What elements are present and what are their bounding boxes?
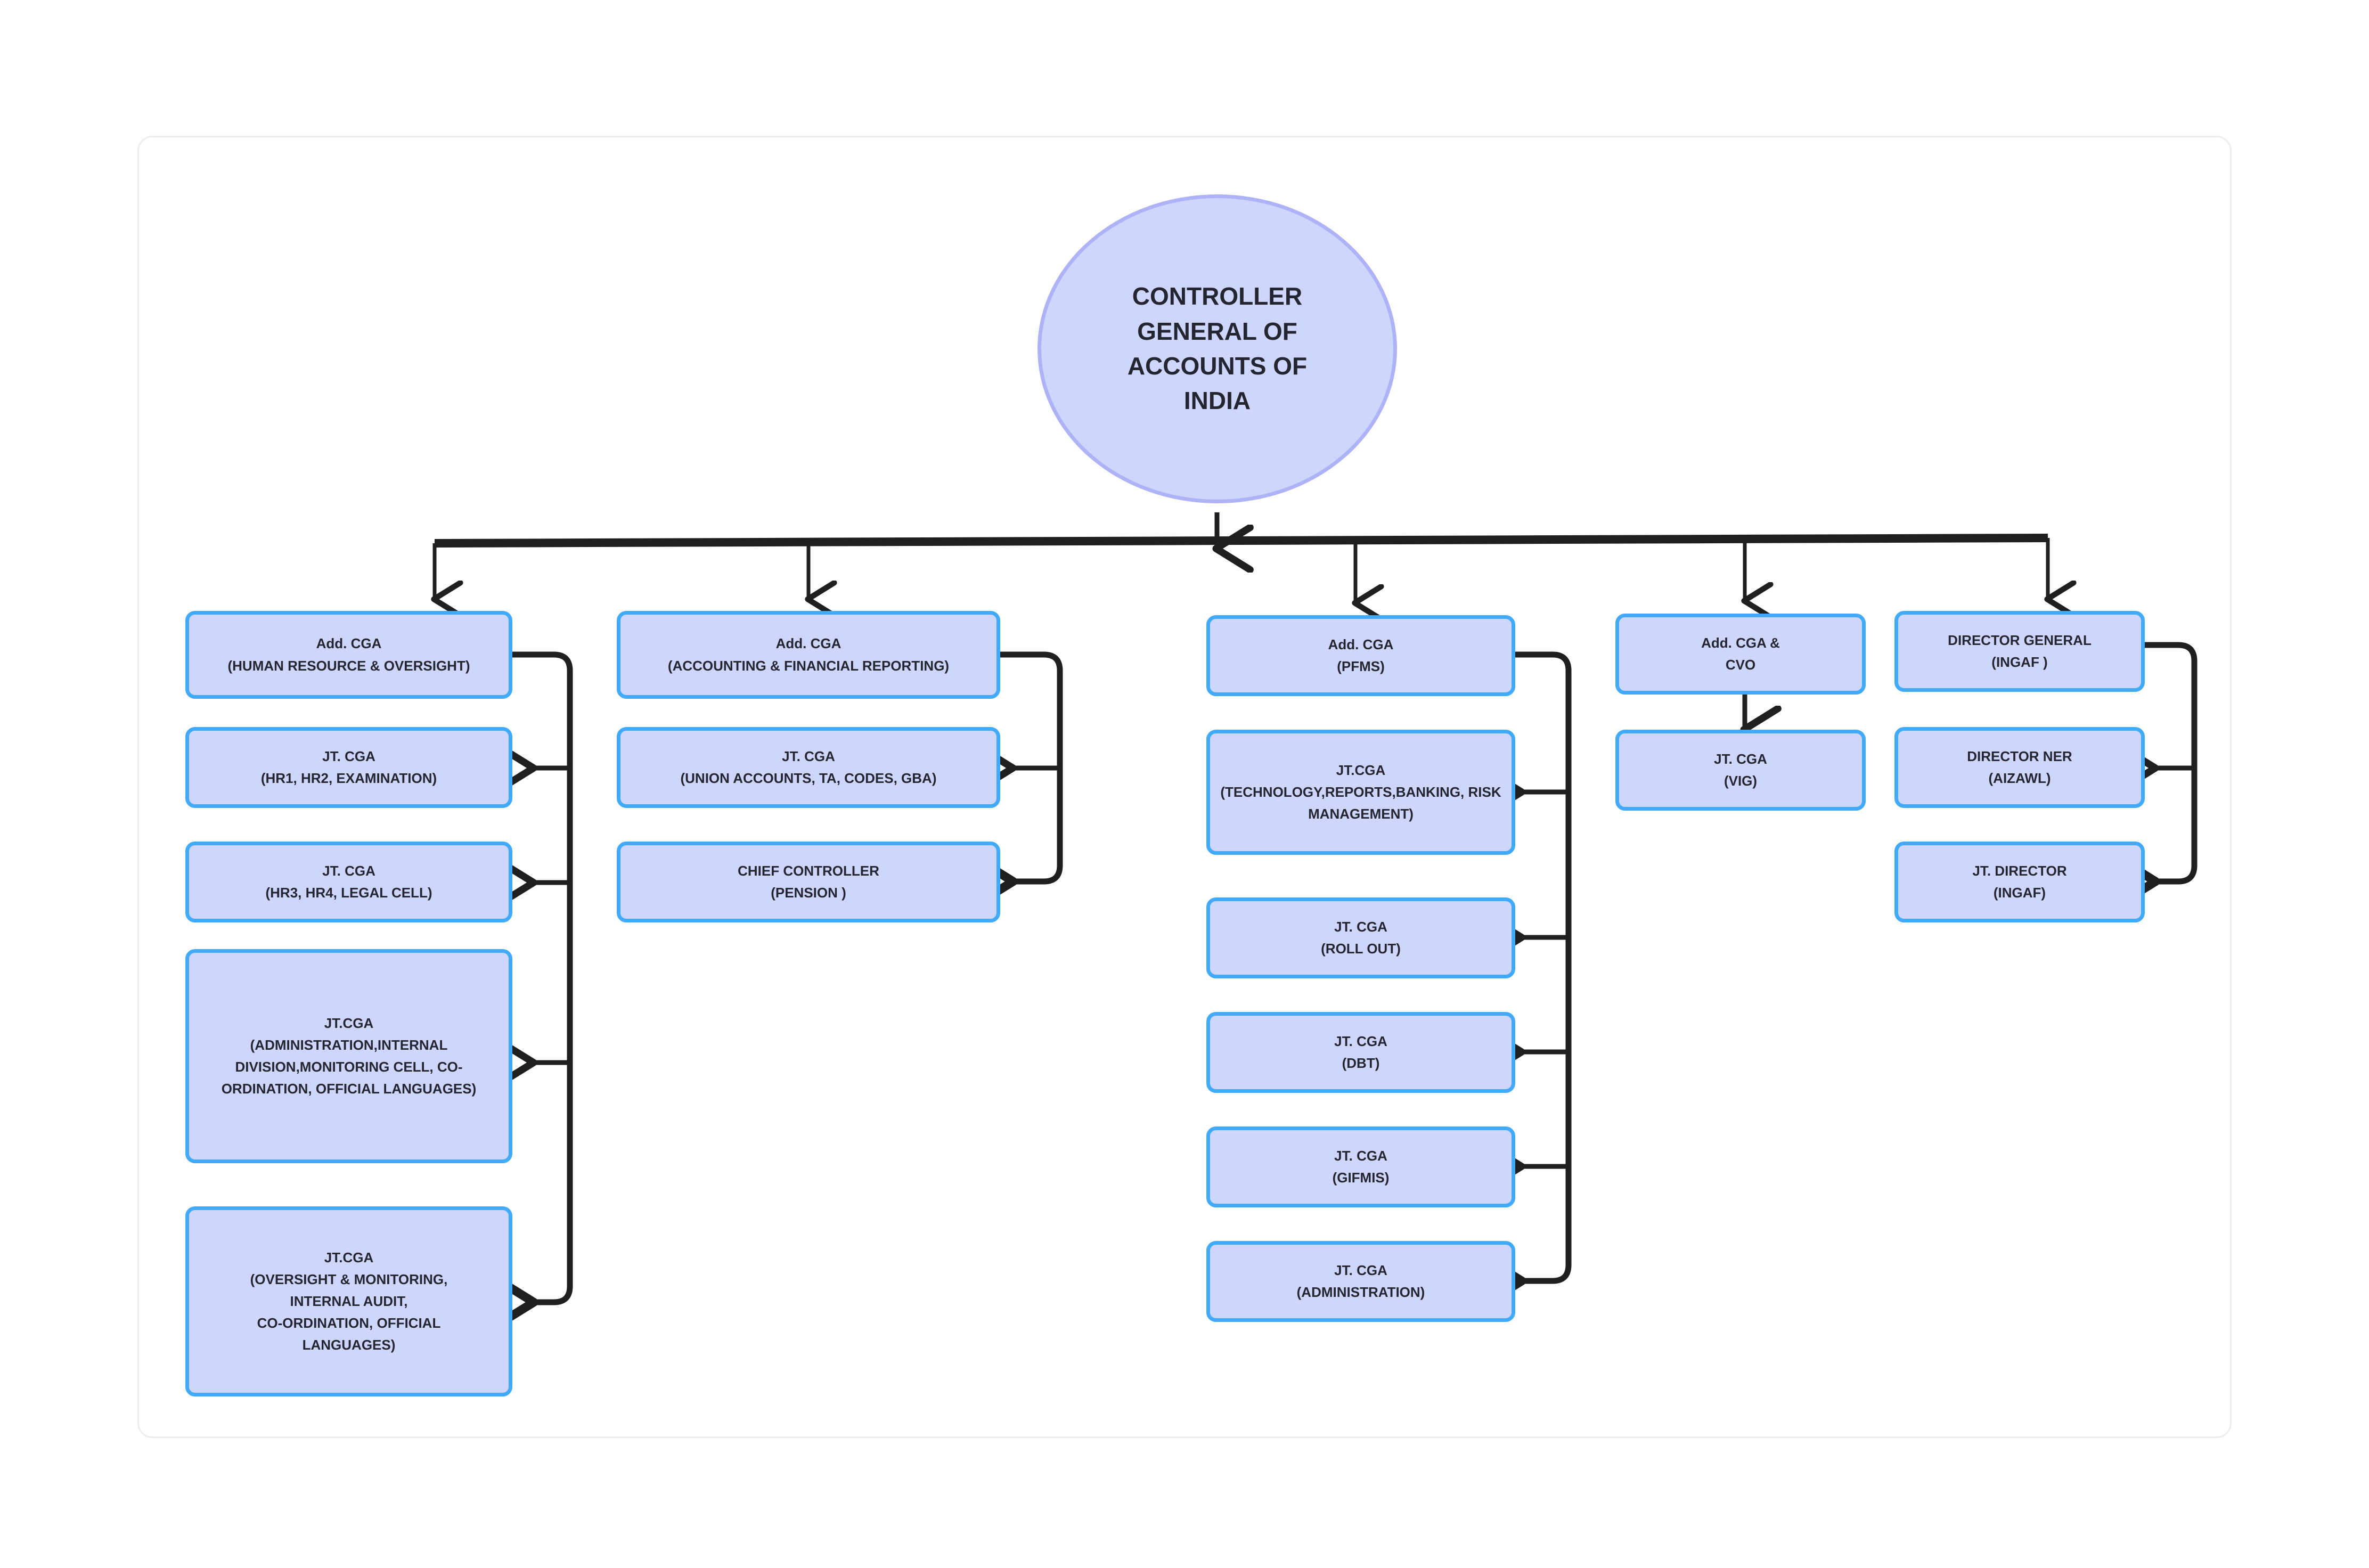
node-label: Add. CGA (HUMAN RESOURCE & OVERSIGHT) [227, 635, 470, 674]
node-label: Add. CGA (ACCOUNTING & FINANCIAL REPORTI… [667, 635, 950, 674]
node-jt-director-ingaf[interactable]: JT. DIRECTOR (INGAF) [1894, 842, 2145, 922]
node-label: CONTROLLER GENERAL OF ACCOUNTS OF INDIA [1127, 282, 1308, 415]
node-label: JT. CGA (UNION ACCOUNTS, TA, CODES, GBA) [680, 748, 937, 786]
node-label: JT. CGA (VIG) [1714, 750, 1767, 789]
node-label: JT. CGA (ADMINISTRATION) [1296, 1262, 1425, 1300]
node-jt-cga-vig[interactable]: JT. CGA (VIG) [1615, 730, 1866, 811]
node-label: JT.CGA (ADMINISTRATION,INTERNAL DIVISION… [221, 1015, 477, 1097]
node-jt-cga-gifmis[interactable]: JT. CGA (GIFMIS) [1206, 1126, 1515, 1207]
node-label: JT.CGA (TECHNOLOGY,REPORTS,BANKING, RISK… [1220, 762, 1501, 822]
node-jt-cga-oversight-monitoring[interactable]: JT.CGA (OVERSIGHT & MONITORING, INTERNAL… [185, 1206, 512, 1396]
node-label: JT. CGA (GIFMIS) [1332, 1147, 1390, 1186]
node-label: JT. CGA (HR3, HR4, LEGAL CELL) [265, 862, 432, 901]
node-add-cga-pfms[interactable]: Add. CGA (PFMS) [1206, 615, 1515, 696]
node-label: DIRECTOR GENERAL (INGAF ) [1948, 632, 2092, 670]
node-jt-cga-hr1-hr2-examination[interactable]: JT. CGA (HR1, HR2, EXAMINATION) [185, 727, 512, 808]
node-label: CHIEF CONTROLLER (PENSION ) [738, 862, 879, 901]
node-chief-controller-pension[interactable]: CHIEF CONTROLLER (PENSION ) [617, 842, 1000, 922]
node-jt-cga-administration-internal-division[interactable]: JT.CGA (ADMINISTRATION,INTERNAL DIVISION… [185, 949, 512, 1163]
node-label: JT. DIRECTOR (INGAF) [1972, 862, 2067, 901]
node-label: DIRECTOR NER (AIZAWL) [1967, 748, 2072, 786]
node-jt-cga-technology-reports-banking-risk[interactable]: JT.CGA (TECHNOLOGY,REPORTS,BANKING, RISK… [1206, 730, 1515, 855]
node-jt-cga-dbt[interactable]: JT. CGA (DBT) [1206, 1012, 1515, 1093]
node-label: Add. CGA & CVO [1701, 634, 1780, 673]
node-label: JT. CGA (ROLL OUT) [1321, 918, 1401, 957]
node-add-cga-accounting-financial-reporting[interactable]: Add. CGA (ACCOUNTING & FINANCIAL REPORTI… [617, 611, 1000, 699]
node-jt-cga-roll-out[interactable]: JT. CGA (ROLL OUT) [1206, 897, 1515, 978]
node-label: JT.CGA (OVERSIGHT & MONITORING, INTERNAL… [250, 1249, 448, 1353]
node-label: Add. CGA (PFMS) [1328, 636, 1394, 674]
node-controller-general-of-accounts[interactable]: CONTROLLER GENERAL OF ACCOUNTS OF INDIA [1038, 194, 1397, 503]
node-label: JT. CGA (DBT) [1334, 1033, 1387, 1071]
node-jt-cga-administration[interactable]: JT. CGA (ADMINISTRATION) [1206, 1241, 1515, 1322]
node-add-cga-cvo[interactable]: Add. CGA & CVO [1615, 614, 1866, 695]
node-jt-cga-hr3-hr4-legal-cell[interactable]: JT. CGA (HR3, HR4, LEGAL CELL) [185, 842, 512, 922]
node-add-cga-human-resource-oversight[interactable]: Add. CGA (HUMAN RESOURCE & OVERSIGHT) [185, 611, 512, 699]
node-director-ner-aizawl[interactable]: DIRECTOR NER (AIZAWL) [1894, 727, 2145, 808]
node-jt-cga-union-accounts-ta-codes-gba[interactable]: JT. CGA (UNION ACCOUNTS, TA, CODES, GBA) [617, 727, 1000, 808]
node-label: JT. CGA (HR1, HR2, EXAMINATION) [260, 748, 437, 786]
node-director-general-ingaf[interactable]: DIRECTOR GENERAL (INGAF ) [1894, 611, 2145, 692]
